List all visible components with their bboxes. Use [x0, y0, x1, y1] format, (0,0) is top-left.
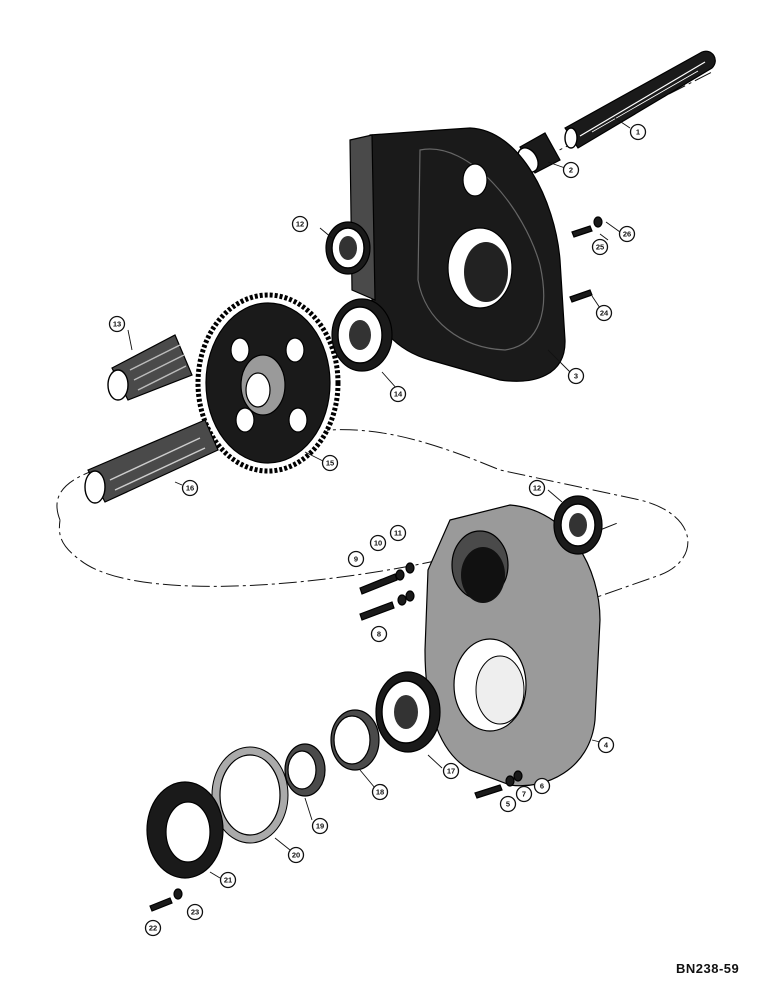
part-16-output-shaft	[84, 419, 219, 504]
callout-21: 21	[219, 871, 237, 889]
svg-text:1: 1	[636, 128, 640, 137]
svg-text:3: 3	[574, 372, 578, 381]
svg-text:21: 21	[224, 876, 232, 885]
callout-13: 13	[108, 315, 126, 333]
callout-22: 22	[144, 919, 162, 937]
svg-text:22: 22	[149, 924, 157, 933]
callout-3: 3	[567, 367, 585, 385]
part-20-gasket	[211, 746, 289, 844]
svg-text:6: 6	[540, 782, 544, 791]
svg-text:24: 24	[600, 309, 609, 318]
svg-text:2: 2	[569, 166, 573, 175]
callout-6: 6	[533, 777, 551, 795]
part-4-lower-housing	[424, 504, 601, 787]
svg-text:25: 25	[596, 243, 604, 252]
callout-2: 2	[562, 161, 580, 179]
callout-12-upper: 12	[291, 215, 309, 233]
callout-10: 10	[369, 534, 387, 552]
leader-lines	[127, 117, 631, 879]
callout-14: 14	[389, 385, 407, 403]
part-17-bearing	[375, 671, 441, 753]
part-12-lower-bearing	[553, 495, 603, 555]
fasteners	[149, 216, 603, 912]
part-15-large-gear	[195, 292, 341, 474]
svg-text:10: 10	[374, 539, 382, 548]
svg-text:9: 9	[354, 555, 358, 564]
callout-12-lower: 12	[528, 479, 546, 497]
svg-text:12: 12	[533, 484, 541, 493]
callout-11: 11	[389, 524, 407, 542]
part-3-upper-housing	[349, 127, 566, 382]
reference-code: BN238-59	[676, 961, 740, 976]
part-12-upper-bearing	[325, 221, 371, 275]
callout-5: 5	[499, 795, 517, 813]
callout-23: 23	[186, 903, 204, 921]
callout-26: 26	[618, 225, 636, 243]
svg-text:20: 20	[292, 851, 300, 860]
callout-16: 16	[181, 479, 199, 497]
part-1-input-shaft	[564, 50, 716, 149]
callout-19: 19	[311, 817, 329, 835]
svg-text:17: 17	[447, 767, 455, 776]
callout-4: 4	[597, 736, 615, 754]
callout-9: 9	[347, 550, 365, 568]
svg-text:12: 12	[296, 220, 304, 229]
callout-7: 7	[515, 785, 533, 803]
svg-text:26: 26	[623, 230, 631, 239]
callout-18: 18	[371, 783, 389, 801]
svg-text:8: 8	[377, 630, 381, 639]
svg-text:19: 19	[316, 822, 324, 831]
callout-24: 24	[595, 304, 613, 322]
callout-25: 25	[591, 238, 609, 256]
callout-8: 8	[370, 625, 388, 643]
svg-text:13: 13	[113, 320, 121, 329]
part-19-bearing-cone	[284, 743, 326, 797]
svg-text:5: 5	[506, 800, 510, 809]
part-14-bearing	[331, 298, 393, 372]
callout-1: 1	[629, 123, 647, 141]
svg-text:18: 18	[376, 788, 384, 797]
svg-text:15: 15	[326, 459, 334, 468]
svg-text:11: 11	[394, 529, 402, 538]
callouts: 1 2 3 4 5 6 7 8 9 10 11 12 12 13 14 15 1…	[108, 123, 647, 937]
svg-text:16: 16	[186, 484, 194, 493]
part-13-pinion-shaft	[107, 334, 193, 401]
callout-17: 17	[442, 762, 460, 780]
svg-text:4: 4	[604, 741, 609, 750]
part-21-cover	[146, 781, 224, 879]
svg-text:7: 7	[522, 790, 526, 799]
svg-text:14: 14	[394, 390, 403, 399]
part-18-bearing-cup	[330, 709, 380, 771]
callout-20: 20	[287, 846, 305, 864]
svg-text:23: 23	[191, 908, 199, 917]
callout-15: 15	[321, 454, 339, 472]
